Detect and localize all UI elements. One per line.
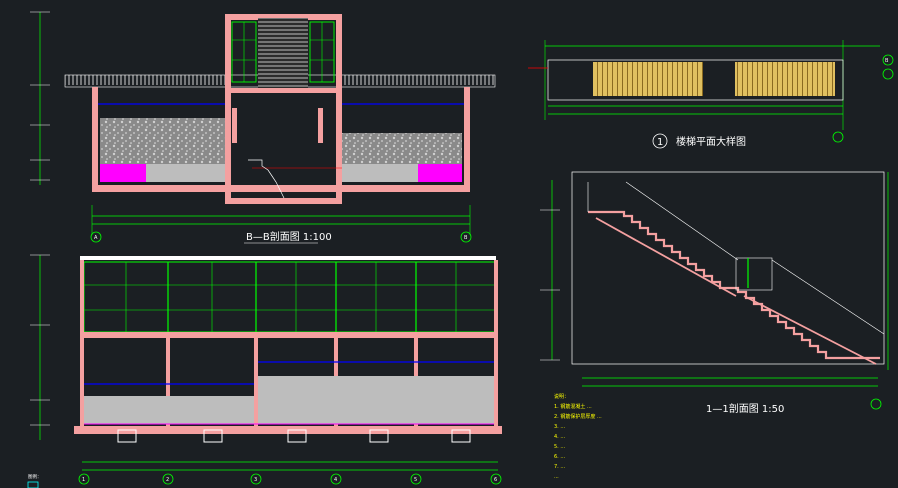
axis-label-2: 2 (166, 477, 169, 483)
note-8: ... (554, 474, 559, 480)
note-1: 1. 钢筋混凝土 ... (554, 403, 592, 410)
section-b-drawing: A B B—B剖面图 1:100 (30, 11, 496, 244)
note-2: 2. 钢筋保护层厚度 ... (554, 413, 602, 420)
axis-label-b-top: B (464, 235, 468, 241)
axis-label-b-right: B (885, 58, 889, 64)
note-4: 4. ... (554, 434, 566, 440)
notes-title: 说明： (554, 393, 569, 400)
axis-label-5: 5 (414, 477, 417, 483)
axis-label-4: 4 (334, 477, 337, 483)
note-3: 3. ... (554, 424, 566, 430)
legend-title: 图例： (28, 473, 42, 480)
axis-label-a-top: A (94, 235, 98, 241)
stair-detail-number: 1 (657, 137, 663, 148)
section-a-drawing: 1 2 3 4 5 6 图例： (27, 254, 502, 488)
stair-detail-title: 楼梯平面大样图 (676, 135, 746, 148)
axis-label-1: 1 (82, 477, 85, 483)
design-notes: 说明： 1. 钢筋混凝土 ... 2. 钢筋保护层厚度 ... 3. ... 4… (554, 393, 602, 480)
stair-section-drawing: 1—1剖面图 1:50 (540, 171, 889, 415)
note-7: 7. ... (554, 464, 566, 470)
stair-section-title: 1—1剖面图 1:50 (706, 402, 784, 415)
note-6: 6. ... (554, 454, 566, 460)
stair-plan-detail: B 1 楼梯平面大样图 (528, 40, 894, 149)
axis-label-6: 6 (494, 477, 497, 483)
note-5: 5. ... (554, 444, 566, 450)
section-b-title: B—B剖面图 1:100 (246, 230, 332, 243)
axis-label-3: 3 (254, 477, 257, 483)
